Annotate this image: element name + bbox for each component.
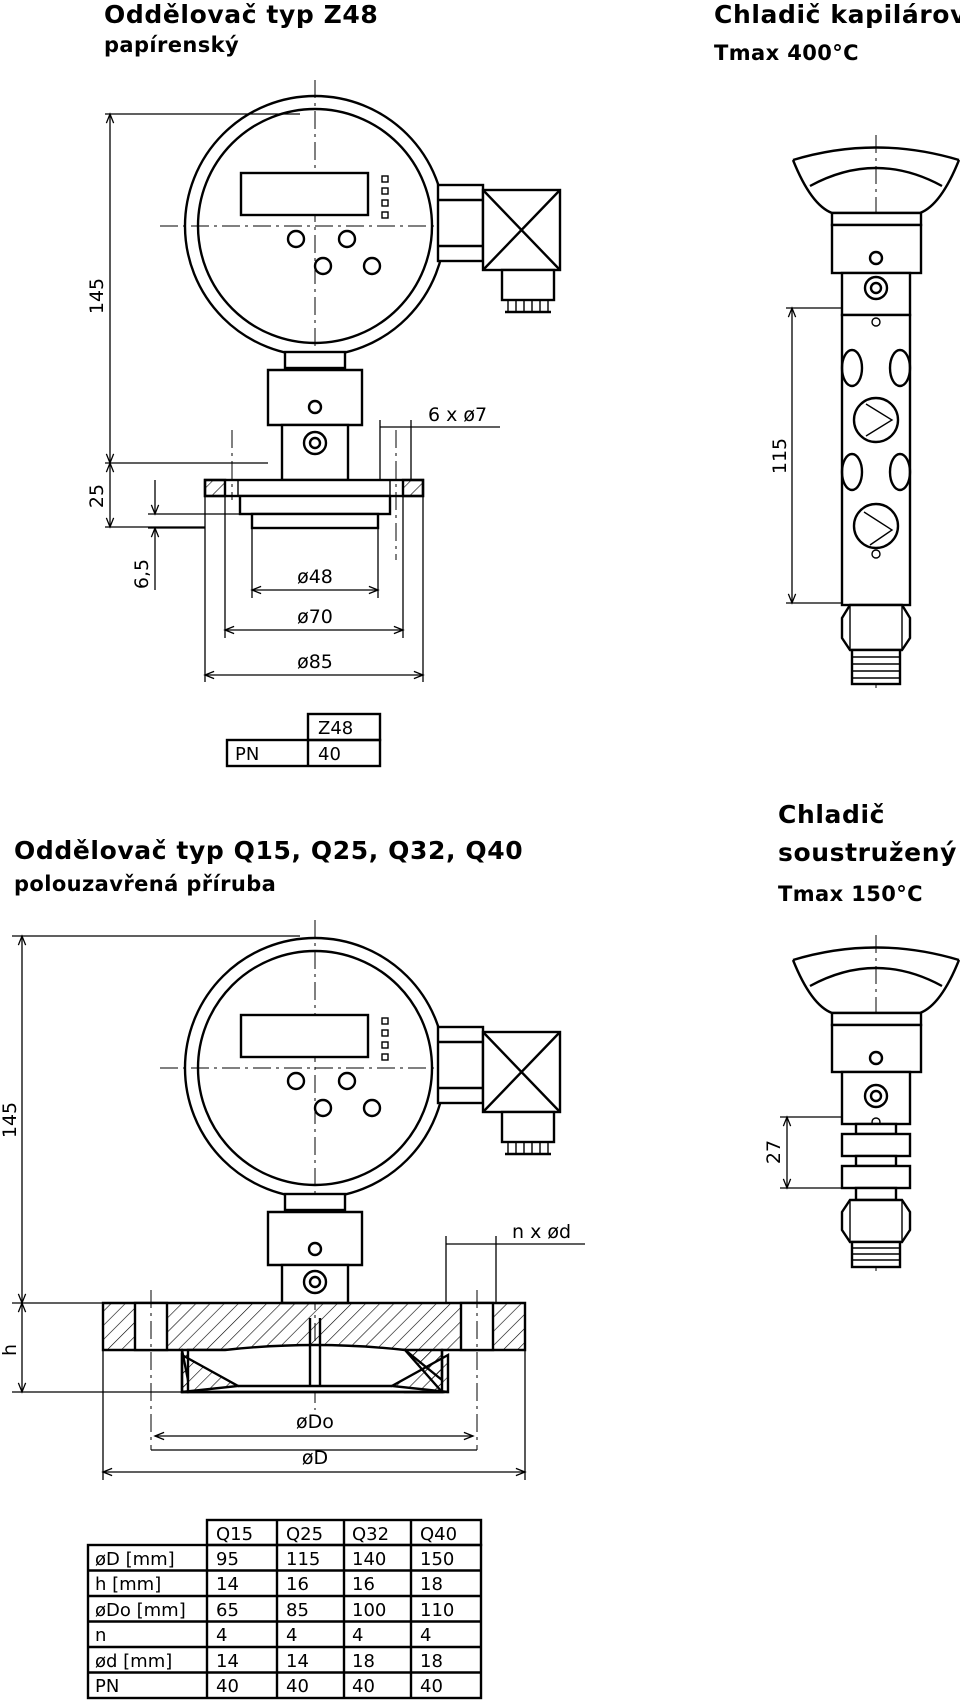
button-icon [286,229,306,249]
q-table-cell: 40 [216,1676,239,1697]
q-table-cell: 16 [286,1574,309,1595]
z48-d3-dim: ø85 [297,651,333,673]
button-icon [362,256,382,276]
q-d-dim: øD [302,1447,328,1469]
q-table-row-label: ød [mm] [95,1651,172,1672]
q-gauge [101,920,562,1450]
z48-d2-dim: ø70 [297,606,333,628]
q-table-cell: 150 [420,1549,454,1570]
z48-dimensions: 145 25 6,5 6 x ø7 ø48 ø70 ø85 [86,114,500,682]
q-table-cell: 4 [352,1625,363,1646]
z48-subtitle: papírenský [104,33,240,57]
q-table-cell: 95 [216,1549,239,1570]
q-flange-dim: h [0,1344,21,1356]
z48-holes-dim: 6 x ø7 [428,404,487,426]
q-table-cell: 14 [216,1651,239,1672]
z48-table-pn-value: 40 [318,744,341,765]
z48-flange-dim: 25 [86,484,108,508]
q-table-cell: 100 [352,1600,386,1621]
button-icon [286,1071,306,1091]
q-table: Q15 Q25 Q32 Q40 øD [mm] 95 115 140 150 h… [86,1518,483,1700]
q-table-cell: 85 [286,1600,309,1621]
turned-cooler [791,935,960,1272]
button-icon [337,1071,357,1091]
turned-cooler-tmax: Tmax 150°C [778,882,923,906]
q-table-cell: 140 [352,1549,386,1570]
button-icon [337,229,357,249]
turned-cooler-length-dim: 27 [763,1140,785,1164]
z48-table: Z48 PN 40 [225,712,382,768]
turned-cooler-title-2: soustružený [778,838,958,867]
z48-height-dim: 145 [86,278,108,314]
q-subtitle: polouzavřená příruba [14,872,277,896]
q-table-cell: 18 [352,1651,375,1672]
q-table-header: Q25 [286,1524,323,1545]
q-table-row-label: øDo [mm] [95,1600,186,1621]
q-dimensions: 145 h n x ød øDo øD [0,936,585,1480]
q-do-dim: øDo [296,1411,334,1433]
q-table-row-label: PN [95,1676,119,1697]
q-holes-dim: n x ød [512,1221,571,1243]
q-table-cell: 14 [216,1574,239,1595]
display-window [239,171,370,217]
q-table-cell: 40 [352,1676,375,1697]
capillary-cooler-title: Chladič kapilárový [714,0,960,29]
z48-gauge [160,80,562,560]
q-table-cell: 4 [286,1625,297,1646]
q-table-cell: 65 [216,1600,239,1621]
z48-table-pn-label: PN [235,744,259,765]
q-table-cell: 18 [420,1574,443,1595]
display-window [239,1013,370,1059]
capillary-cooler [791,135,960,690]
button-icon [313,1098,333,1118]
q-height-dim: 145 [0,1102,21,1138]
q-table-cell: 40 [420,1676,443,1697]
z48-d1-dim: ø48 [297,566,333,588]
z48-recess-dim: 6,5 [131,559,153,589]
q-table-cell: 115 [286,1549,320,1570]
q-table-row-label: h [mm] [95,1574,161,1595]
q-table-cell: 110 [420,1600,454,1621]
button-icon [313,256,333,276]
q-table-cell: 4 [420,1625,431,1646]
button-icon [362,1098,382,1118]
q-table-cell: 14 [286,1651,309,1672]
q-table-cell: 4 [216,1625,227,1646]
q-table-cell: 40 [286,1676,309,1697]
q-table-row-label: n [95,1625,106,1646]
q-title: Oddělovač typ Q15, Q25, Q32, Q40 [14,836,524,865]
capillary-cooler-length-dim: 115 [769,438,791,474]
turned-cooler-dimension: 27 [763,1117,842,1188]
q-table-cell: 16 [352,1574,375,1595]
z48-title: Oddělovač typ Z48 [104,0,379,29]
q-table-cell: 18 [420,1651,443,1672]
capillary-cooler-tmax: Tmax 400°C [714,41,859,65]
q-table-header: Q15 [216,1524,253,1545]
q-table-header: Q40 [420,1524,457,1545]
capillary-cooler-dimension: 115 [769,308,842,603]
z48-table-header: Z48 [318,718,353,739]
q-table-header: Q32 [352,1524,389,1545]
q-table-row-label: øD [mm] [95,1549,175,1570]
turned-cooler-title-1: Chladič [778,800,886,829]
